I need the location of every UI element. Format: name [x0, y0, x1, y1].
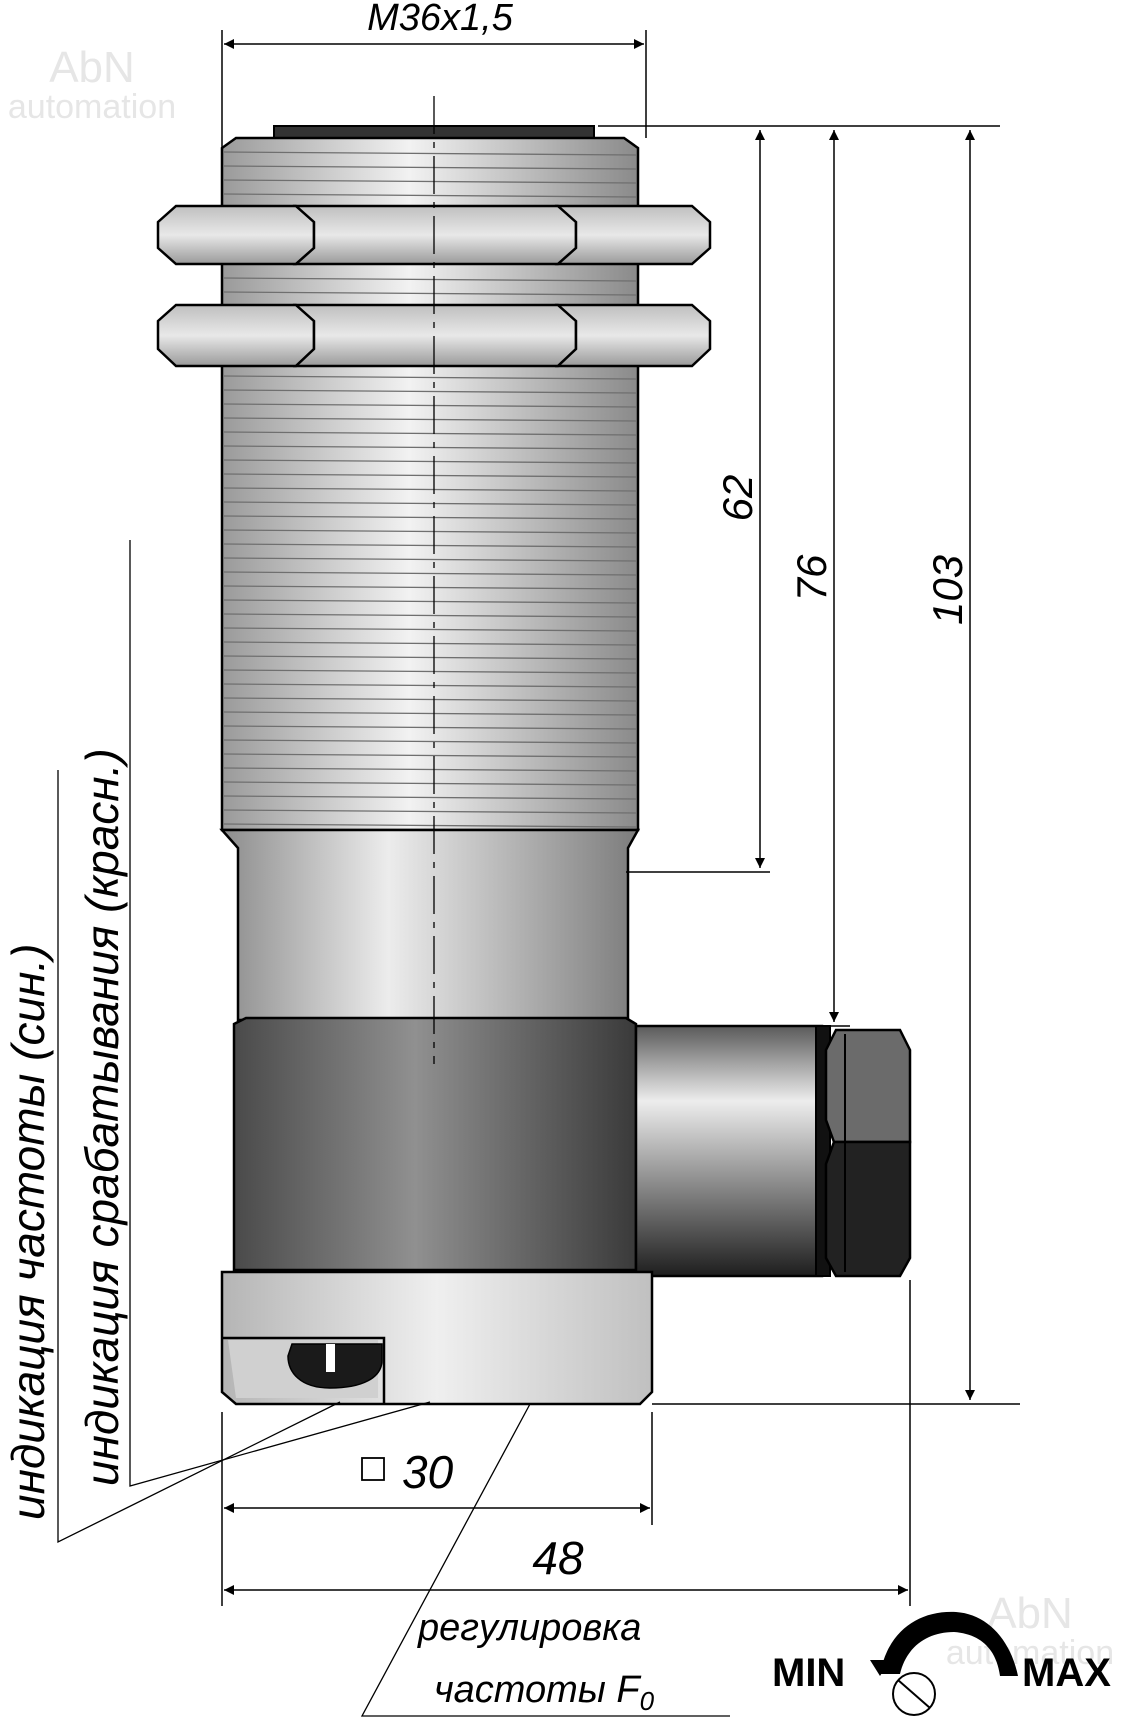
dim-30-label: 30	[402, 1446, 454, 1498]
extension-lines	[221, 30, 1020, 1606]
watermark-top: AbN automation	[8, 43, 176, 126]
max-label: MAX	[1022, 1651, 1111, 1695]
adjust-screw-icon[interactable]	[892, 1672, 936, 1716]
square-symbol-icon	[361, 1457, 385, 1481]
freq-indication-label: индикация частоты (син.)	[2, 944, 54, 1520]
svg-text:automation: automation	[8, 88, 176, 126]
dim-76-label: 76	[788, 554, 835, 601]
leader-lines	[57, 540, 730, 1717]
base-plate	[220, 1270, 654, 1406]
svg-text:automation: automation	[946, 1634, 1114, 1672]
electronics-housing	[232, 1016, 638, 1272]
dim-48-label: 48	[532, 1532, 584, 1584]
min-label: MIN	[772, 1651, 845, 1695]
lock-nut-upper	[156, 204, 712, 266]
thread-lines	[223, 151, 637, 828]
adjust-label-line1: регулировка	[417, 1607, 641, 1649]
trigger-indication-label: индикация срабатывания (красн.)	[76, 748, 128, 1486]
svg-text:AbN: AbN	[49, 43, 135, 92]
dim-103-label: 103	[924, 555, 971, 625]
sensor-collar	[219, 828, 641, 1022]
dim-thread-label: M36x1,5	[367, 0, 514, 39]
watermark-bottom: AbN automation	[946, 1589, 1114, 1672]
adjust-label-line2: частоты F0	[434, 1669, 655, 1716]
side-connector	[634, 1024, 912, 1278]
lock-nut-lower	[156, 303, 712, 368]
adjust-arrow-icon	[870, 1660, 890, 1676]
adjust-scale-arc-icon	[880, 1611, 1018, 1676]
svg-text:AbN: AbN	[987, 1589, 1073, 1638]
dim-62-label: 62	[714, 475, 761, 522]
